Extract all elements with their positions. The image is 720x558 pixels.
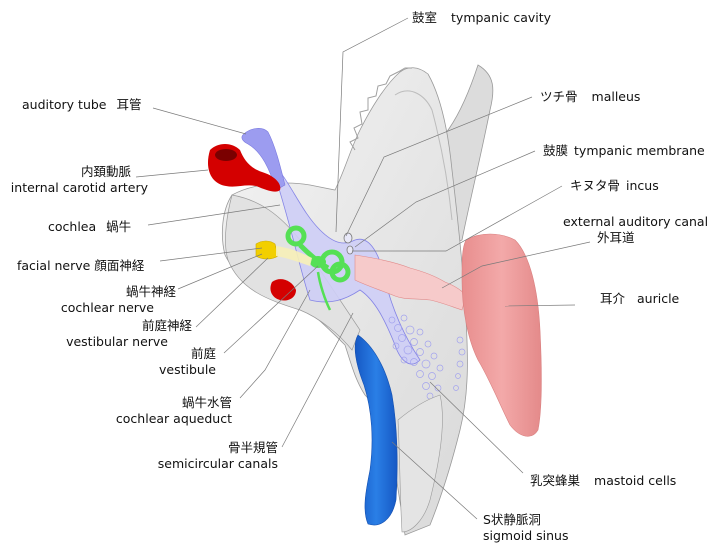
label-en: malleus	[591, 89, 641, 104]
leader-auricle	[504, 304, 576, 307]
label-en: cochlear aqueduct	[115, 411, 232, 426]
leader-malleus	[345, 96, 533, 237]
leader-lines	[135, 17, 591, 520]
leader-facial-nerve	[159, 247, 263, 262]
incus	[346, 245, 354, 255]
label-en: facial nerve	[17, 258, 91, 273]
auricle	[461, 233, 542, 437]
facial-nerve	[255, 240, 279, 260]
leader-cochlea	[147, 204, 281, 226]
label-jp: 蝸牛水管	[181, 395, 232, 410]
label-en: cochlear nerve	[60, 300, 154, 315]
external-auditory-canal	[354, 254, 467, 311]
label-en: external auditory canal	[563, 214, 709, 229]
label-jp: 前庭神経	[141, 318, 192, 333]
leader-cochlear-nerve	[177, 253, 263, 290]
label-en: incus	[626, 178, 659, 193]
carotid-lower	[270, 279, 296, 301]
sigmoid-sinus	[354, 334, 398, 526]
label-en: vestibular nerve	[66, 334, 168, 349]
label-jp: 前庭	[190, 346, 216, 361]
label-jp: キヌタ骨	[570, 178, 621, 193]
tympanic-cavity-region	[269, 159, 421, 365]
label-jp: 鼓膜	[543, 143, 569, 158]
label-tympanic-membrane: 鼓膜 tympanic membrane	[543, 143, 705, 159]
label-jp: 鼓室	[412, 10, 438, 25]
leader-incus	[352, 185, 563, 252]
label-en: mastoid cells	[594, 473, 677, 488]
malleus	[343, 232, 353, 244]
leader-internal-carotid-artery	[135, 169, 209, 178]
label-jp: 内頚動脈	[80, 164, 131, 179]
label-jp: 耳介	[600, 291, 626, 306]
label-jp: 蝸牛神経	[125, 284, 176, 299]
mastoid-cells	[388, 314, 466, 400]
label-cochlea: cochlea 蝸牛	[48, 219, 137, 235]
label-vestibular-nerve: 前庭神経 vestibular nerve	[60, 318, 192, 350]
label-incus: キヌタ骨 incus	[570, 178, 659, 194]
leader-cochlear-aqueduct	[239, 289, 311, 399]
label-jp: 顔面神経	[94, 258, 145, 273]
label-jp: 蝸牛	[106, 219, 132, 234]
label-jp: 乳突蜂巣	[530, 473, 581, 488]
inner-crest-ridge	[394, 90, 453, 221]
label-internal-carotid-artery: 内頚動脈 internal carotid artery	[10, 164, 148, 196]
bone-crest-edge	[349, 67, 412, 151]
nerve-bundle	[276, 246, 312, 266]
label-en: vestibule	[159, 362, 216, 377]
label-en: tympanic cavity	[451, 10, 552, 25]
label-jp: S状静脈洞	[483, 512, 541, 527]
leader-mastoid-cells	[429, 381, 524, 474]
label-external-auditory-canal: external auditory canal 外耳道	[563, 214, 708, 246]
label-en: internal carotid artery	[10, 180, 148, 195]
label-jp: ツチ骨	[540, 89, 578, 104]
label-malleus: ツチ骨 malleus	[540, 89, 640, 105]
label-jp: 外耳道	[597, 230, 635, 245]
label-vestibule: 前庭 vestibule	[140, 346, 216, 378]
leader-vestibular-nerve	[195, 257, 269, 328]
carotid-lumen	[215, 149, 237, 161]
label-en: auricle	[637, 291, 680, 306]
auditory-tube	[241, 128, 286, 191]
label-en: semicircular canals	[157, 456, 278, 471]
label-en: sigmoid sinus	[483, 528, 569, 543]
label-auricle: 耳介 auricle	[600, 291, 679, 307]
label-auditory-tube: auditory tube 耳管	[22, 97, 148, 113]
label-mastoid-cells: 乳突蜂巣 mastoid cells	[530, 473, 676, 489]
leader-sigmoid-sinus	[391, 441, 478, 520]
leader-semicircular-canals	[281, 312, 354, 448]
label-en: cochlea	[48, 219, 97, 234]
leader-external-auditory-canal	[441, 241, 591, 289]
label-en: auditory tube	[22, 97, 107, 112]
label-jp: 耳管	[116, 97, 142, 112]
label-en: tympanic membrane	[574, 143, 705, 158]
leader-tympanic-cavity	[335, 17, 409, 233]
label-tympanic-cavity: 鼓室 tympanic cavity	[412, 10, 551, 26]
label-cochlear-nerve: 蝸牛神経 cochlear nerve	[60, 284, 176, 316]
leader-tympanic-membrane	[354, 150, 536, 248]
label-semicircular-canals: 骨半規管 semicircular canals	[140, 440, 278, 472]
leader-vestibule	[223, 265, 319, 354]
label-sigmoid-sinus: S状静脈洞 sigmoid sinus	[483, 512, 568, 544]
leader-auditory-tube	[152, 107, 247, 135]
label-jp: 骨半規管	[227, 440, 278, 455]
label-cochlear-aqueduct: 蝸牛水管 cochlear aqueduct	[100, 395, 232, 427]
vestibule	[310, 256, 326, 268]
mastoid-process	[397, 394, 443, 533]
